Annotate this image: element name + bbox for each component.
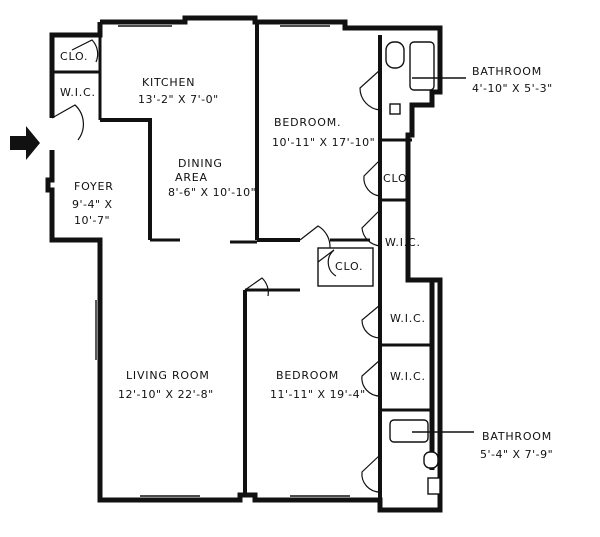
wic-bed1-label: W.I.C.	[385, 236, 421, 249]
wic-bed2-b-label: W.I.C.	[390, 370, 426, 383]
bedroom2-dims: 11'-11" X 19'-4"	[270, 388, 366, 401]
dining-name-1: DINING	[178, 157, 223, 170]
clo-hall-label: CLO.	[335, 260, 363, 273]
bedroom1-dims: 10'-11" X 17'-10"	[272, 136, 375, 149]
dining-dims: 8'-6" X 10'-10"	[168, 186, 256, 199]
bath2-name: BATHROOM	[482, 430, 552, 443]
wic-bed2-a-label: W.I.C.	[390, 312, 426, 325]
bath1-name: BATHROOM	[472, 65, 542, 78]
dining-name-2: AREA	[175, 171, 208, 184]
kitchen-name: KITCHEN	[142, 76, 195, 89]
clo-bed1-label: CLO.	[383, 172, 411, 185]
interior-walls	[52, 22, 432, 500]
foyer-name: FOYER	[74, 180, 114, 193]
bedroom2-name: BEDROOM	[276, 369, 339, 382]
foyer-dims-2: 10'-7"	[74, 214, 110, 227]
foyer-dims-1: 9'-4" X	[72, 198, 113, 211]
bath2-dims: 5'-4" X 7'-9"	[480, 448, 553, 461]
living-dims: 12'-10" X 22'-8"	[118, 388, 214, 401]
bedroom1-name: BEDROOM.	[274, 116, 341, 129]
windows	[95, 25, 350, 497]
wic-left-label: W.I.C.	[60, 86, 96, 99]
door-swings	[51, 39, 381, 493]
bath1-dims: 4'-10" X 5'-3"	[472, 82, 553, 95]
kitchen-dims: 13'-2" X 7'-0"	[138, 93, 219, 106]
living-name: LIVING ROOM	[126, 369, 210, 382]
exterior-walls	[45, 15, 443, 513]
clo-top-left-label: CLO.	[60, 50, 88, 63]
entry-arrow-icon	[10, 126, 40, 160]
